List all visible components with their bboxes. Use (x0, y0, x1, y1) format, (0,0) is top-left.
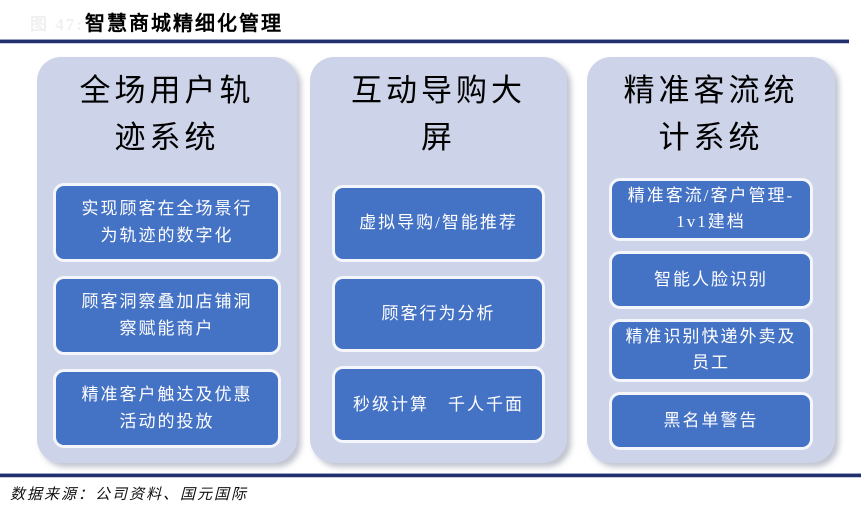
panel-title: 全场用户轨 迹系统 (79, 73, 255, 155)
figure-number-watermark: 图 47: (30, 15, 84, 34)
feature-box: 实现顾客在全场景行 为轨迹的数字化 (53, 183, 281, 262)
panel-feature-list: 虚拟导购/智能推荐 顾客行为分析 秒级计算 千人千面 (332, 185, 545, 444)
bottom-divider-rule (0, 473, 861, 478)
panel-precise-footfall-system: 精准客流统 计系统 精准客流/客户管理- 1v1建档 智能人脸识别 精准识别快递… (587, 57, 835, 463)
page-title: 智慧商城精细化管理 (85, 13, 283, 35)
feature-box: 精准识别快递外卖及 员工 (609, 319, 813, 382)
data-source-note: 数据来源：公司资料、国元国际 (10, 487, 249, 503)
feature-box: 精准客户触达及优惠 活动的投放 (53, 369, 281, 448)
top-divider-rule (0, 39, 849, 44)
feature-box: 黑名单警告 (609, 391, 813, 450)
panel-user-trajectory-system: 全场用户轨 迹系统 实现顾客在全场景行 为轨迹的数字化 顾客洞察叠加店铺洞 察赋… (37, 57, 297, 463)
panel-title: 精准客流统 计系统 (623, 73, 799, 155)
feature-box: 智能人脸识别 (609, 250, 813, 309)
panel-feature-list: 精准客流/客户管理- 1v1建档 智能人脸识别 精准识别快递外卖及 员工 黑名单… (609, 178, 813, 450)
feature-box: 虚拟导购/智能推荐 (332, 185, 545, 262)
panel-feature-list: 实现顾客在全场景行 为轨迹的数字化 顾客洞察叠加店铺洞 察赋能商户 精准客户触达… (53, 183, 281, 448)
panel-interactive-guide-screen: 互动导购大 屏 虚拟导购/智能推荐 顾客行为分析 秒级计算 千人千面 (310, 57, 567, 463)
panel-title: 互动导购大 屏 (351, 73, 526, 155)
feature-box: 顾客洞察叠加店铺洞 察赋能商户 (53, 276, 281, 355)
feature-box: 秒级计算 千人千面 (332, 366, 545, 444)
feature-box: 精准客流/客户管理- 1v1建档 (609, 178, 813, 241)
feature-box: 顾客行为分析 (332, 275, 545, 353)
